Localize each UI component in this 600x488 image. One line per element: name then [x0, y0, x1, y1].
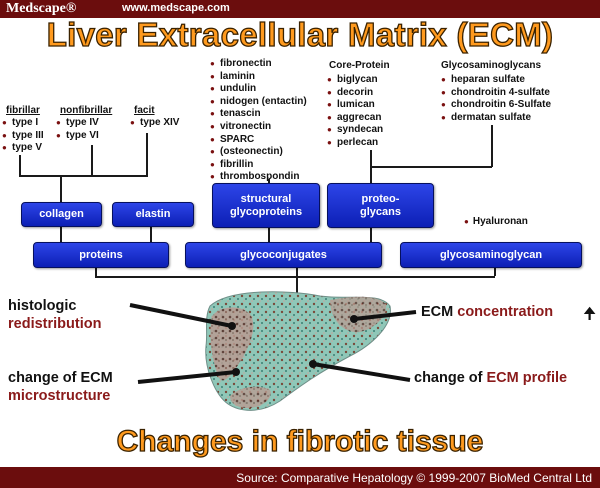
- connector: [60, 226, 62, 242]
- facit-heading: facit: [134, 105, 155, 116]
- collagen-box: collagen: [21, 202, 102, 227]
- list-item: (osteonectin): [210, 146, 307, 159]
- glycosaminoglycans-heading: Glycosaminoglycans: [441, 60, 542, 71]
- footer-bar: Source: Comparative Hepatology © 1999-20…: [0, 467, 600, 488]
- list-item: SPARC: [210, 134, 307, 147]
- connector: [491, 125, 493, 167]
- fibrillar-heading: fibrillar: [6, 105, 40, 116]
- list-item: chondroitin 4-sulfate: [441, 87, 551, 100]
- list-item: perlecan: [327, 137, 383, 150]
- list-item: decorin: [327, 87, 383, 100]
- list-item: biglycan: [327, 74, 383, 87]
- connector: [95, 276, 495, 278]
- connector: [296, 268, 298, 276]
- list-item: vitronectin: [210, 121, 307, 134]
- fibrotic-liver-tissue-image: [205, 291, 391, 411]
- core-protein-heading: Core-Protein: [329, 60, 390, 71]
- list-item: fibrillin: [210, 159, 307, 172]
- connector: [370, 228, 372, 242]
- list-item: type VI: [56, 130, 99, 143]
- list-item: aggrecan: [327, 112, 383, 125]
- facit-list: type XIV: [130, 117, 179, 130]
- source-credit: Source: Comparative Hepatology © 1999-20…: [236, 471, 592, 485]
- histologic-redistribution-label: histologic redistribution: [8, 298, 102, 332]
- proteins-box: proteins: [33, 242, 169, 268]
- glycosaminoglycan-box: glycosaminoglycan: [400, 242, 582, 268]
- increase-arrow-icon: 🠉: [583, 306, 597, 323]
- list-item: heparan sulfate: [441, 74, 551, 87]
- connector: [91, 145, 93, 175]
- list-item: type IV: [56, 117, 99, 130]
- list-item: type V: [2, 142, 44, 155]
- list-item: fibronectin: [210, 58, 307, 71]
- fibrillar-list: type Itype IIItype V: [2, 117, 44, 155]
- connector: [146, 133, 148, 175]
- slide-title: Liver Extracellular Matrix (ECM): [46, 15, 554, 53]
- list-item: nidogen (entactin): [210, 96, 307, 109]
- connector: [494, 268, 496, 276]
- ecm-concentration-label: ECM concentration: [421, 304, 554, 320]
- list-item: type I: [2, 117, 44, 130]
- glycoconjugates-box: glycoconjugates: [185, 242, 382, 268]
- nonfibrillar-heading: nonfibrillar: [60, 105, 113, 116]
- ecm-profile-label: change of ECM profile: [414, 370, 568, 386]
- list-item: thrombospondin: [210, 171, 307, 184]
- medscape-logo: Medscape®: [6, 1, 77, 16]
- list-item: type III: [2, 130, 44, 143]
- connector: [19, 175, 148, 177]
- glycoprotein-list: fibronectinlamininundulinnidogen (entact…: [210, 58, 307, 184]
- list-item: laminin: [210, 71, 307, 84]
- list-item: lumican: [327, 99, 383, 112]
- list-item: dermatan sulfate: [441, 112, 551, 125]
- connector: [370, 166, 492, 168]
- proteoglycans-box: proteo- glycans: [327, 183, 434, 228]
- list-item: type XIV: [130, 117, 179, 130]
- connector: [370, 150, 372, 191]
- connector: [95, 268, 97, 276]
- nonfibrillar-list: type IVtype VI: [56, 117, 99, 142]
- list-item: syndecan: [327, 124, 383, 137]
- hyaluronan-label: Hyaluronan: [464, 216, 528, 227]
- core-protein-list: biglycandecorinlumicanaggrecansyndecanpe…: [327, 74, 383, 150]
- connector: [296, 276, 298, 294]
- ecm-microstructure-label: change of ECM microstructure: [8, 370, 113, 404]
- top-bar: Medscape® www.medscape.com: [0, 0, 600, 18]
- connector: [19, 155, 21, 175]
- structural-glycoproteins-box: structural glycoproteins: [212, 183, 320, 228]
- list-item: chondroitin 6-Sulfate: [441, 99, 551, 112]
- list-item: tenascin: [210, 108, 307, 121]
- connector: [60, 175, 62, 202]
- fibrotic-tissue-title: Changes in fibrotic tissue: [116, 424, 484, 458]
- connector: [268, 228, 270, 242]
- list-item: undulin: [210, 83, 307, 96]
- connector: [150, 226, 152, 242]
- site-url: www.medscape.com: [122, 2, 230, 14]
- elastin-box: elastin: [112, 202, 194, 227]
- glycosaminoglycans-list: heparan sulfatechondroitin 4-sulfatechon…: [441, 74, 551, 124]
